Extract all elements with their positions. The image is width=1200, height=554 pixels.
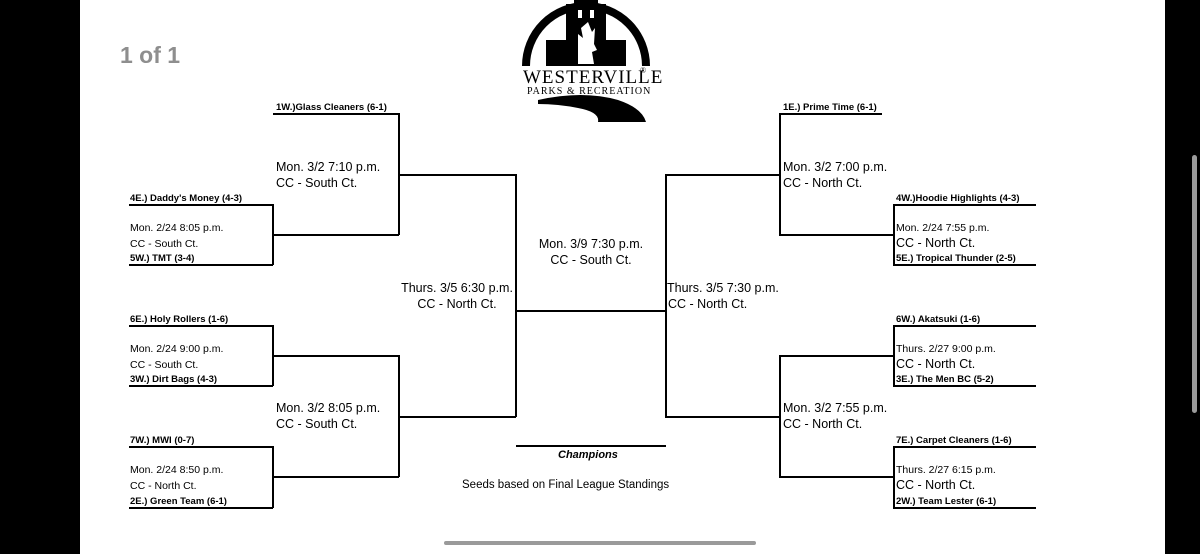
bracket-line [273, 234, 399, 236]
bracket-line [399, 174, 516, 176]
bracket-line [665, 174, 667, 417]
game-court: CC - North Ct. [417, 297, 497, 311]
game-court: CC - South Ct. [130, 238, 199, 250]
team-2w: 2W.) Team Lester (6-1) [896, 496, 997, 507]
game-time: Mon. 3/2 8:05 p.m. [276, 401, 381, 415]
bracket-line [893, 204, 1036, 206]
game-time: Thurs. 2/27 9:00 p.m. [896, 343, 996, 355]
bracket-line [129, 446, 273, 448]
bracket-line [779, 476, 894, 478]
bracket-line [129, 264, 273, 266]
bracket-line [398, 113, 400, 235]
team-2e: 2E.) Green Team (6-1) [130, 496, 227, 507]
team-7w: 7W.) MWI (0-7) [130, 435, 195, 446]
game-court: CC - North Ct. [896, 236, 976, 250]
bracket-line [665, 174, 780, 176]
team-4w: 4W.)Hoodie Highlights (4-3) [896, 193, 1020, 204]
team-1e: 1E.) Prime Time (6-1) [783, 102, 877, 113]
westerville-logo-graphic [522, 0, 650, 122]
bracket-line [893, 325, 1036, 327]
bracket-line [893, 385, 1036, 387]
team-5w: 5W.) TMT (3-4) [130, 253, 195, 264]
bracket-line [398, 355, 400, 477]
page-indicator: 1 of 1 [120, 42, 181, 68]
team-6e: 6E.) Holy Rollers (1-6) [130, 314, 229, 325]
game-court: CC - South Ct. [276, 176, 358, 190]
game-time: Mon. 3/2 7:55 p.m. [783, 401, 888, 415]
champions-line [516, 445, 666, 447]
team-4e: 4E.) Daddy's Money (4-3) [130, 193, 243, 204]
team-3e: 3E.) The Men BC (5-2) [896, 374, 994, 385]
game-court: CC - North Ct. [783, 176, 863, 190]
bracket-line [515, 174, 517, 417]
bracket-line [893, 446, 1036, 448]
game-court: CC - South Ct. [550, 253, 632, 267]
bracket-line [129, 204, 273, 206]
logo-registered-mark: ® [640, 66, 647, 75]
game-time: Mon. 2/24 9:00 p.m. [130, 343, 224, 355]
game-court: CC - North Ct. [896, 478, 976, 492]
home-indicator[interactable] [444, 541, 756, 545]
game-time: Thurs. 2/27 6:15 p.m. [896, 464, 996, 476]
bracket-line [273, 355, 399, 357]
final-line [516, 310, 666, 312]
game-time: Mon. 2/24 8:05 p.m. [130, 222, 224, 234]
team-1w: 1W.)Glass Cleaners (6-1) [276, 102, 387, 113]
game-time: Mon. 2/24 7:55 p.m. [896, 222, 990, 234]
bracket-line [129, 507, 273, 509]
bracket-line [272, 204, 274, 265]
game-court: CC - North Ct. [896, 357, 976, 371]
bracket-line [779, 234, 894, 236]
game-court: CC - North Ct. [668, 297, 748, 311]
vertical-scrollbar[interactable] [1192, 155, 1197, 413]
bracket-line [399, 416, 516, 418]
logo-subtitle: PARKS & RECREATION [527, 86, 652, 97]
champions-label: Champions [558, 449, 618, 461]
logo-title: WESTERVILLE [523, 67, 664, 88]
game-time: Mon. 3/2 7:10 p.m. [276, 160, 381, 174]
bracket-line [665, 416, 780, 418]
bracket-line [129, 325, 273, 327]
game-time: Mon. 3/2 7:00 p.m. [783, 160, 888, 174]
bracket-line [272, 325, 274, 386]
game-time: Thurs. 3/5 7:30 p.m. [667, 281, 779, 295]
team-3w: 3W.) Dirt Bags (4-3) [130, 374, 218, 385]
bracket-line [779, 113, 882, 115]
bracket-line [779, 355, 894, 357]
team-5e: 5E.) Tropical Thunder (2-5) [896, 253, 1016, 264]
bracket-line [893, 264, 1036, 266]
bracket-line [273, 476, 399, 478]
game-time: Thurs. 3/5 6:30 p.m. [401, 281, 513, 295]
team-7e: 7E.) Carpet Cleaners (1-6) [896, 435, 1012, 446]
game-time: Mon. 2/24 8:50 p.m. [130, 464, 224, 476]
game-time: Mon. 3/9 7:30 p.m. [538, 237, 644, 251]
bracket-page [80, 0, 1165, 554]
bracket-line [129, 385, 273, 387]
seeds-note: Seeds based on Final League Standings [462, 479, 670, 491]
bracket-line [893, 507, 1036, 509]
game-court: CC - South Ct. [130, 359, 199, 371]
bracket-line [273, 113, 399, 115]
game-court: CC - North Ct. [130, 480, 197, 492]
team-6w: 6W.) Akatsuki (1-6) [896, 314, 981, 325]
game-court: CC - South Ct. [276, 417, 358, 431]
bracket-line [272, 446, 274, 508]
game-court: CC - North Ct. [783, 417, 863, 431]
